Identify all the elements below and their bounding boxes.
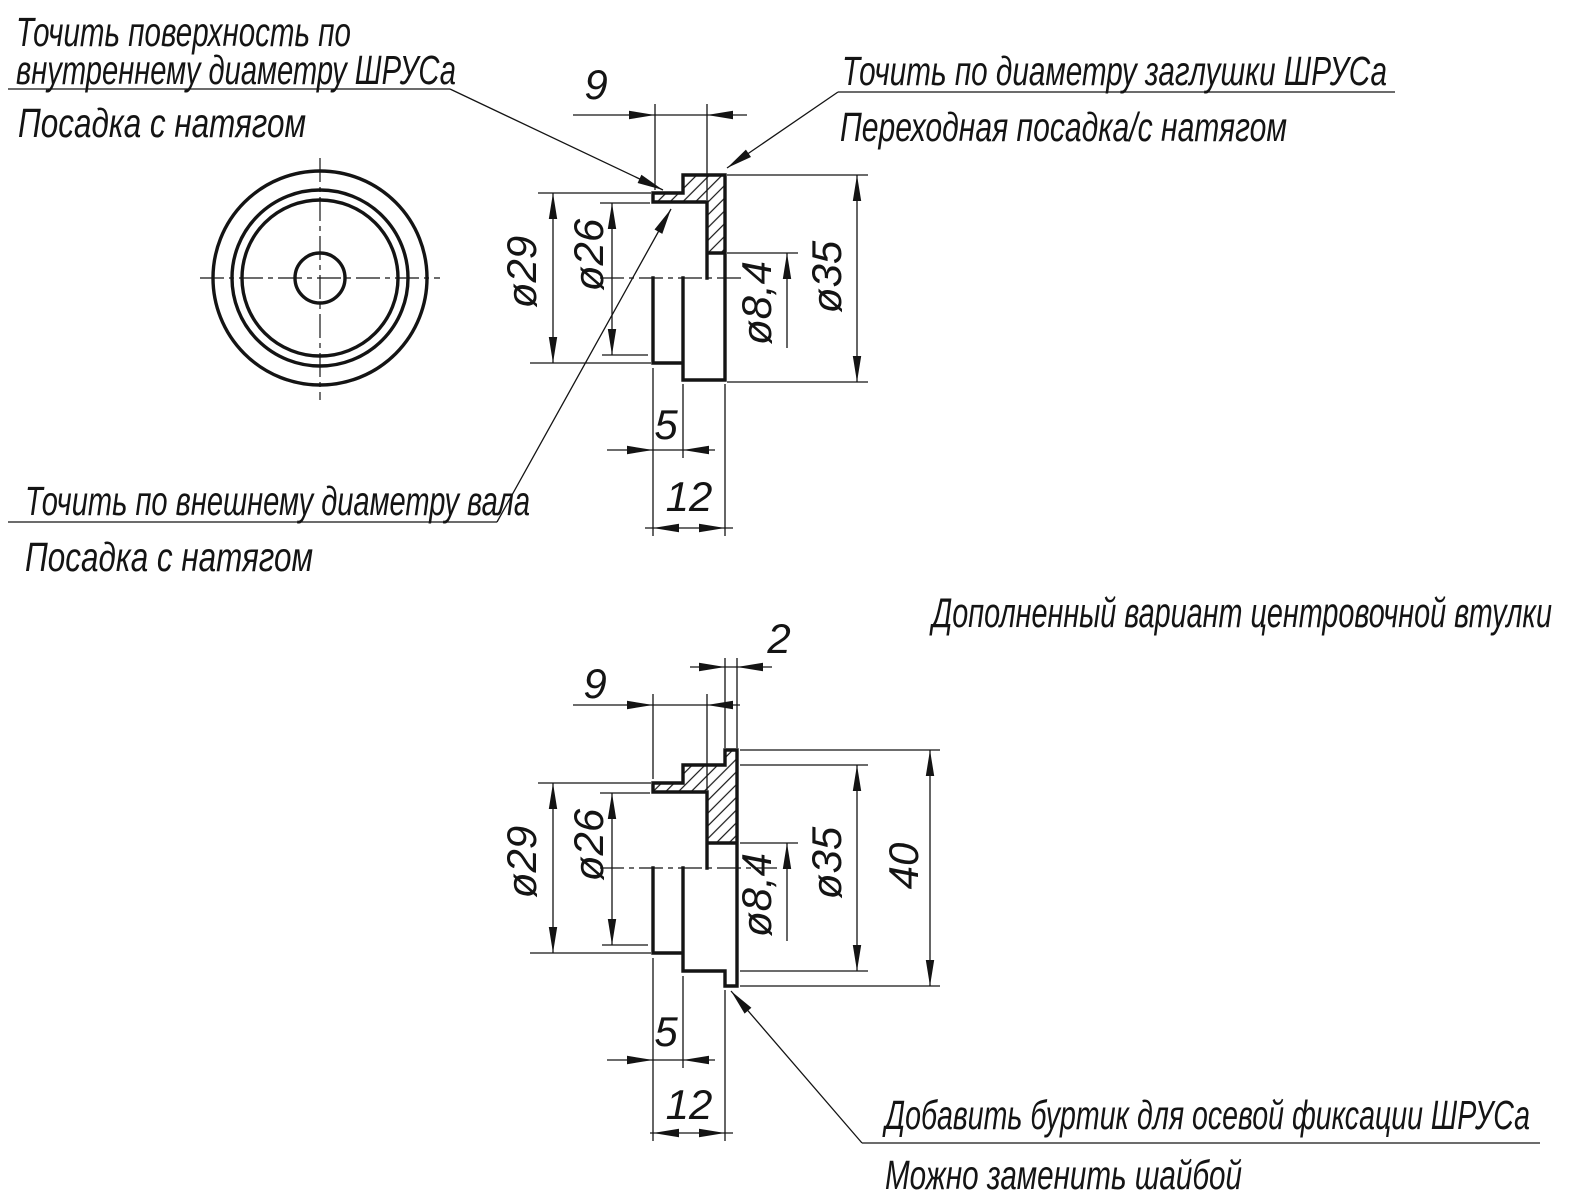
dimension-lines — [552, 114, 858, 529]
dim-dia26-label: ø26 — [565, 218, 612, 291]
front-view-centerlines — [200, 158, 440, 400]
front-view — [200, 158, 440, 400]
part-outline — [651, 748, 739, 988]
extension-lines — [530, 104, 868, 536]
note-underlines — [8, 88, 1540, 1144]
note-inner-surface: Точить поверхность по внутреннему диамет… — [16, 9, 456, 146]
updated-view-title: Дополненный вариант центровочной втулки — [929, 589, 1552, 636]
dim-5-label: 5 — [654, 1008, 678, 1055]
note-fit-line: Посадка с натягом — [25, 534, 313, 580]
dim-5-label: 5 — [654, 401, 678, 448]
dim-dia35-label: ø35 — [803, 240, 850, 313]
section-view-original: 9 ø29 ø26 ø35 ø8,4 5 12 — [498, 61, 868, 536]
dim-dia84-label: ø8,4 — [733, 853, 780, 937]
dim-9-label: 9 — [584, 61, 607, 108]
note-collar: Добавить буртик для осевой фиксации ШРУС… — [882, 1092, 1530, 1194]
dim-dia26-label: ø26 — [565, 808, 612, 881]
part-outline — [651, 173, 727, 382]
section-hatch — [653, 750, 737, 843]
note-line: Добавить буртик для осевой фиксации ШРУС… — [882, 1092, 1530, 1138]
note-fit-line: Посадка с натягом — [18, 100, 306, 146]
section-view-updated: 2 9 ø29 ø26 ø35 40 ø8,4 5 12 — [498, 615, 940, 1141]
note-fit-line: Переходная посадка/с натягом — [840, 104, 1287, 150]
section-hatch — [653, 175, 725, 253]
dim-dia29-label: ø29 — [498, 236, 545, 308]
dim-dia35-label: ø35 — [803, 826, 850, 899]
dimension-lines — [552, 666, 931, 1134]
dim-9-label: 9 — [583, 660, 606, 707]
annotations: Точить поверхность по внутреннему диамет… — [8, 9, 1552, 1194]
note-line: внутреннему диаметру ШРУСа — [16, 47, 456, 93]
dim-2-label: 2 — [766, 615, 790, 662]
extension-lines — [530, 658, 940, 1141]
dim-dia40-label: 40 — [880, 842, 927, 889]
note-plug-diameter: Точить по диаметру заглушки ШРУСа Перехо… — [840, 48, 1387, 150]
leader-lines — [449, 88, 863, 1144]
dim-dia84-label: ø8,4 — [733, 261, 780, 345]
note-line: Точить по внешнему диаметру вала — [25, 478, 530, 524]
dim-dia29-label: ø29 — [498, 826, 545, 898]
note-line: Точить по диаметру заглушки ШРУСа — [842, 48, 1387, 94]
note-fit-line: Можно заменить шайбой — [885, 1152, 1242, 1194]
dim-12-label: 12 — [666, 473, 713, 520]
dimension-arrowheads — [548, 110, 862, 533]
note-line: Точить поверхность по — [16, 9, 351, 55]
dim-12-label: 12 — [666, 1081, 713, 1128]
note-shaft-outer: Точить по внешнему диаметру вала Посадка… — [25, 478, 530, 580]
